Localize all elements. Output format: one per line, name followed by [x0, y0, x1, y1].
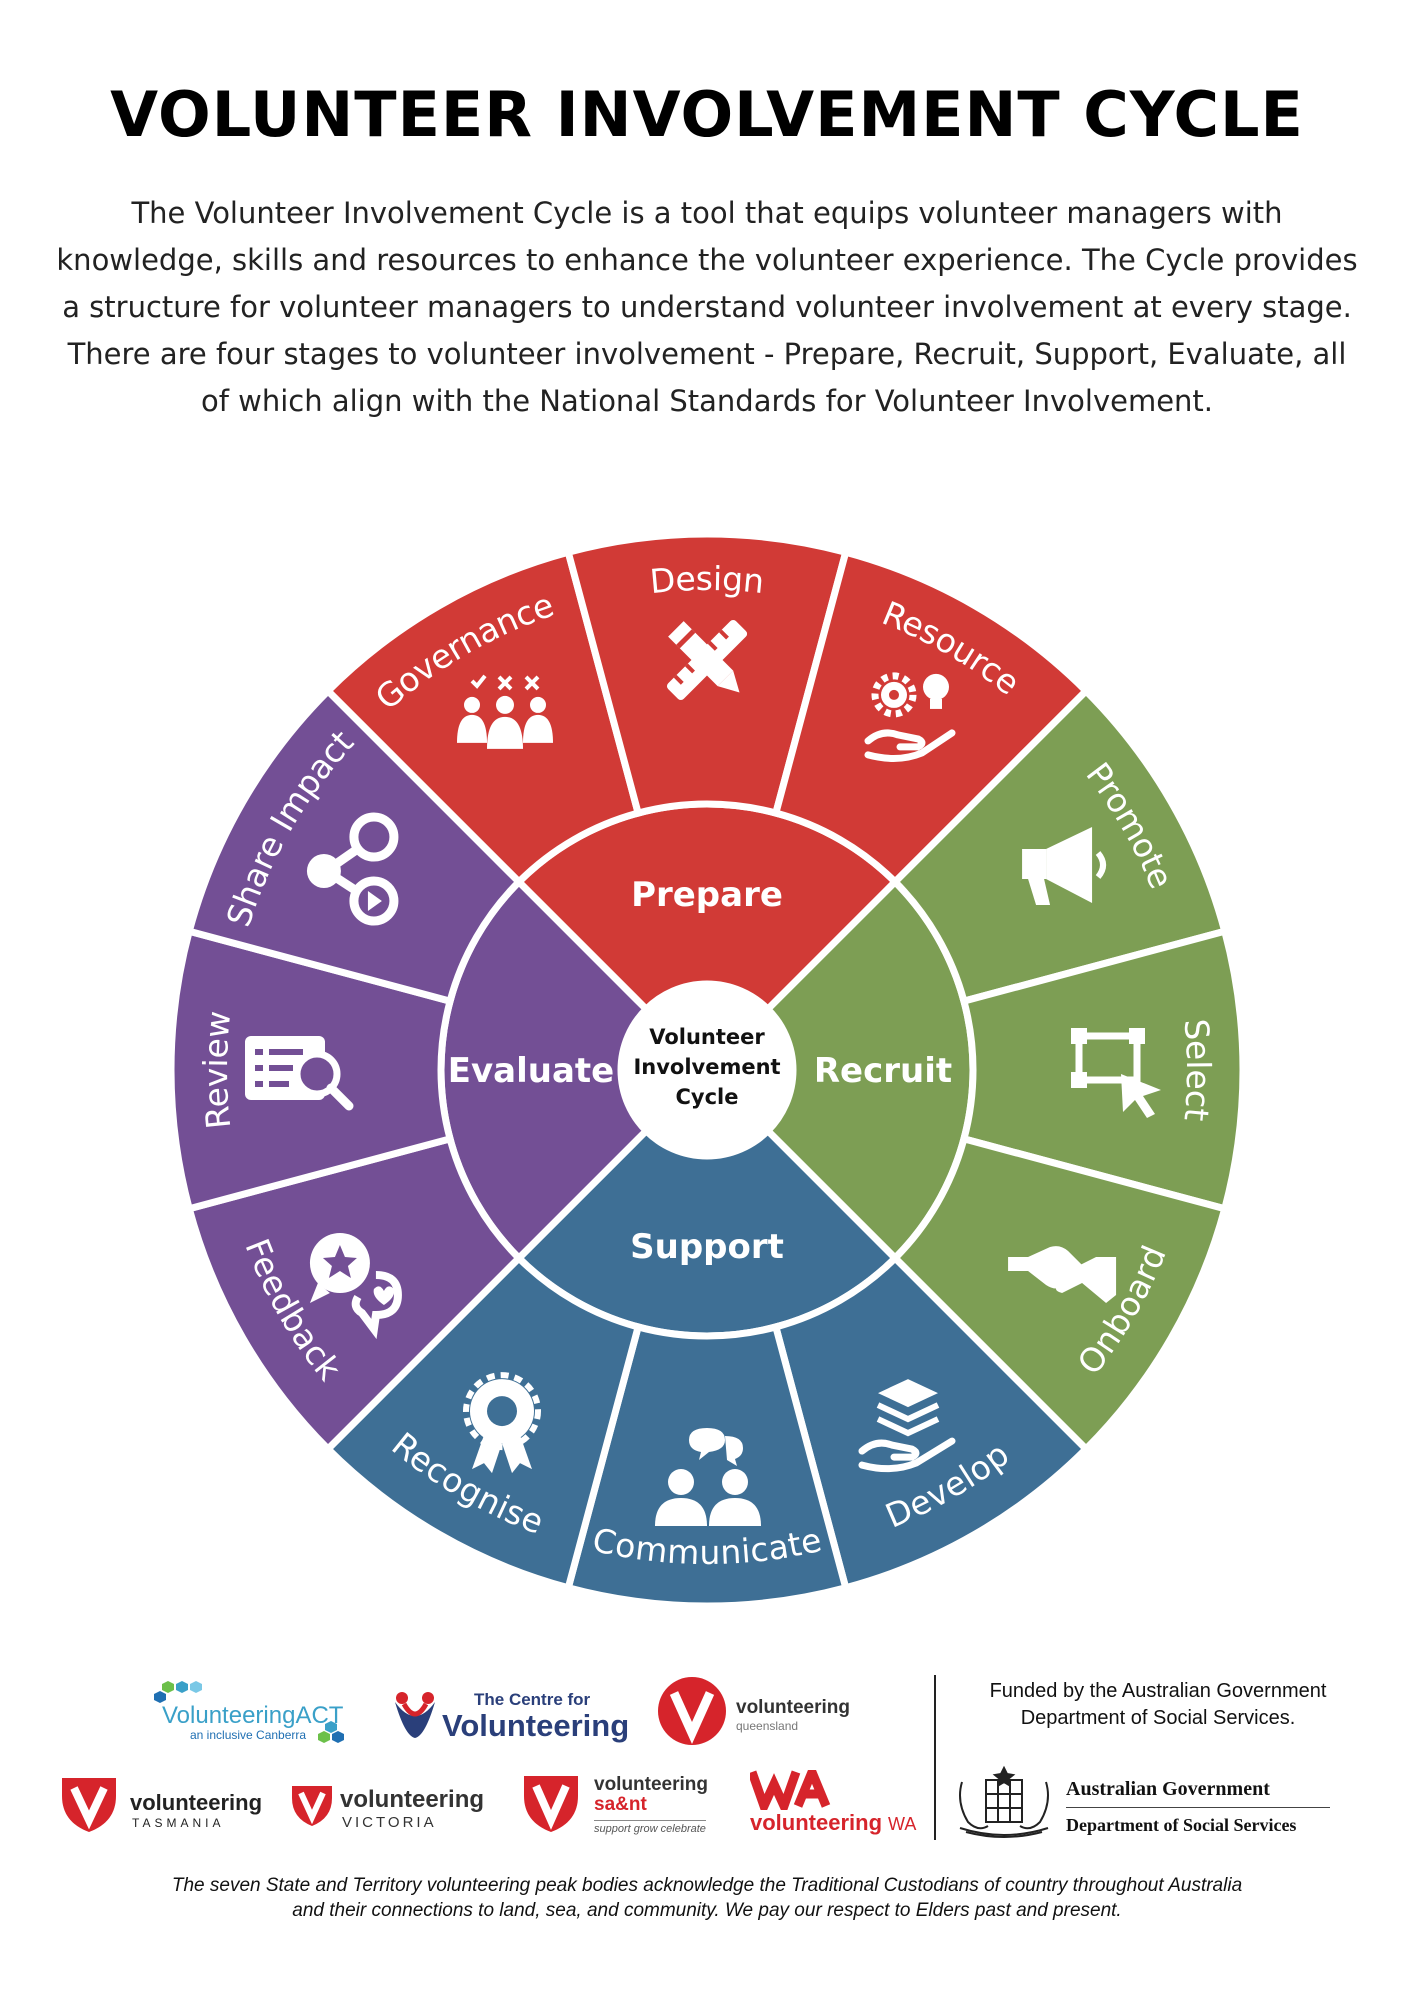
volunteering-act-logo: VolunteeringACT an inclusive Canberra — [150, 1680, 370, 1750]
wa-logo-suffix: WA — [888, 1814, 917, 1834]
center-label-line: Cycle — [676, 1085, 739, 1109]
center-label-line: Volunteer — [649, 1025, 765, 1049]
qld-logo-name: volunteering — [736, 1697, 851, 1718]
gov-name: Australian Government — [1066, 1778, 1270, 1800]
funding-line2: Department of Social Services. — [1020, 1707, 1296, 1729]
segment-label-design: Design — [648, 558, 766, 600]
center-label-line: Involvement — [633, 1055, 780, 1079]
centre-for-volunteering-logo: The Centre for Volunteering — [390, 1690, 630, 1750]
volunteering-victoria-logo: volunteering VICTORIA — [290, 1782, 510, 1842]
wa-logo-name: volunteering — [750, 1810, 883, 1835]
act-logo-name: VolunteeringACT — [162, 1702, 344, 1729]
sant-logo-name: volunteering — [594, 1774, 709, 1795]
centre-logo-line1: The Centre for — [474, 1690, 591, 1709]
hexagon-cluster-icon — [154, 1681, 344, 1743]
funding-statement: Funded by the Australian Government Depa… — [938, 1678, 1378, 1732]
acknowledgement-of-country: The seven State and Territory volunteeri… — [60, 1873, 1354, 1923]
center-hub — [621, 984, 793, 1156]
v-shield-icon — [62, 1778, 116, 1832]
sant-logo-tagline: support grow celebrate — [594, 1820, 706, 1835]
qld-logo-sub: queensland — [736, 1719, 799, 1733]
intro-paragraph: The Volunteer Involvement Cycle is a too… — [56, 196, 1358, 418]
stage-label-evaluate: Evaluate — [448, 1051, 614, 1091]
people-emblem-icon — [395, 1692, 435, 1738]
v-heart-icon — [658, 1677, 726, 1745]
gov-dept: Department of Social Services — [1066, 1815, 1297, 1835]
v-shield-icon — [292, 1786, 332, 1826]
tas-logo-name: volunteering — [130, 1790, 263, 1815]
vic-logo-sub: VICTORIA — [342, 1814, 437, 1831]
australian-coat-of-arms-icon — [959, 1765, 1049, 1838]
funding-line1: Funded by the Australian Government — [989, 1680, 1327, 1702]
segment-label-select: Select — [1177, 1017, 1219, 1122]
centre-logo-line2: Volunteering — [442, 1708, 630, 1743]
logo-divider — [934, 1675, 936, 1840]
v-shield-icon — [524, 1776, 578, 1832]
volunteering-sant-logo: volunteering sa&nt support grow celebrat… — [520, 1772, 730, 1844]
tas-logo-sub: TASMANIA — [132, 1816, 225, 1830]
volunteering-tasmania-logo: volunteering TASMANIA — [58, 1772, 278, 1842]
page-title: VOLUNTEER INVOLVEMENT CYCLE — [110, 78, 1304, 151]
wa-mark-icon — [747, 1760, 831, 1819]
stage-label-prepare: Prepare — [631, 875, 783, 915]
vic-logo-name: volunteering — [340, 1786, 485, 1813]
gov-rule — [1066, 1807, 1330, 1808]
stage-label-recruit: Recruit — [814, 1051, 952, 1091]
ack-line1: The seven State and Territory volunteeri… — [171, 1875, 1243, 1896]
volunteering-queensland-logo: volunteering queensland — [656, 1675, 876, 1750]
stage-label-support: Support — [630, 1227, 784, 1267]
sant-logo-sub: sa&nt — [594, 1794, 647, 1815]
segment-label-review: Review — [195, 1009, 237, 1131]
involvement-cycle-wheel: PrepareGovernanceDesignResourceRecruitPr… — [171, 534, 1243, 1606]
ack-line2: and their connections to land, sea, and … — [292, 1900, 1122, 1921]
volunteering-wa-logo: volunteering WA — [747, 1760, 930, 1846]
act-logo-tagline: an inclusive Canberra — [190, 1728, 307, 1742]
